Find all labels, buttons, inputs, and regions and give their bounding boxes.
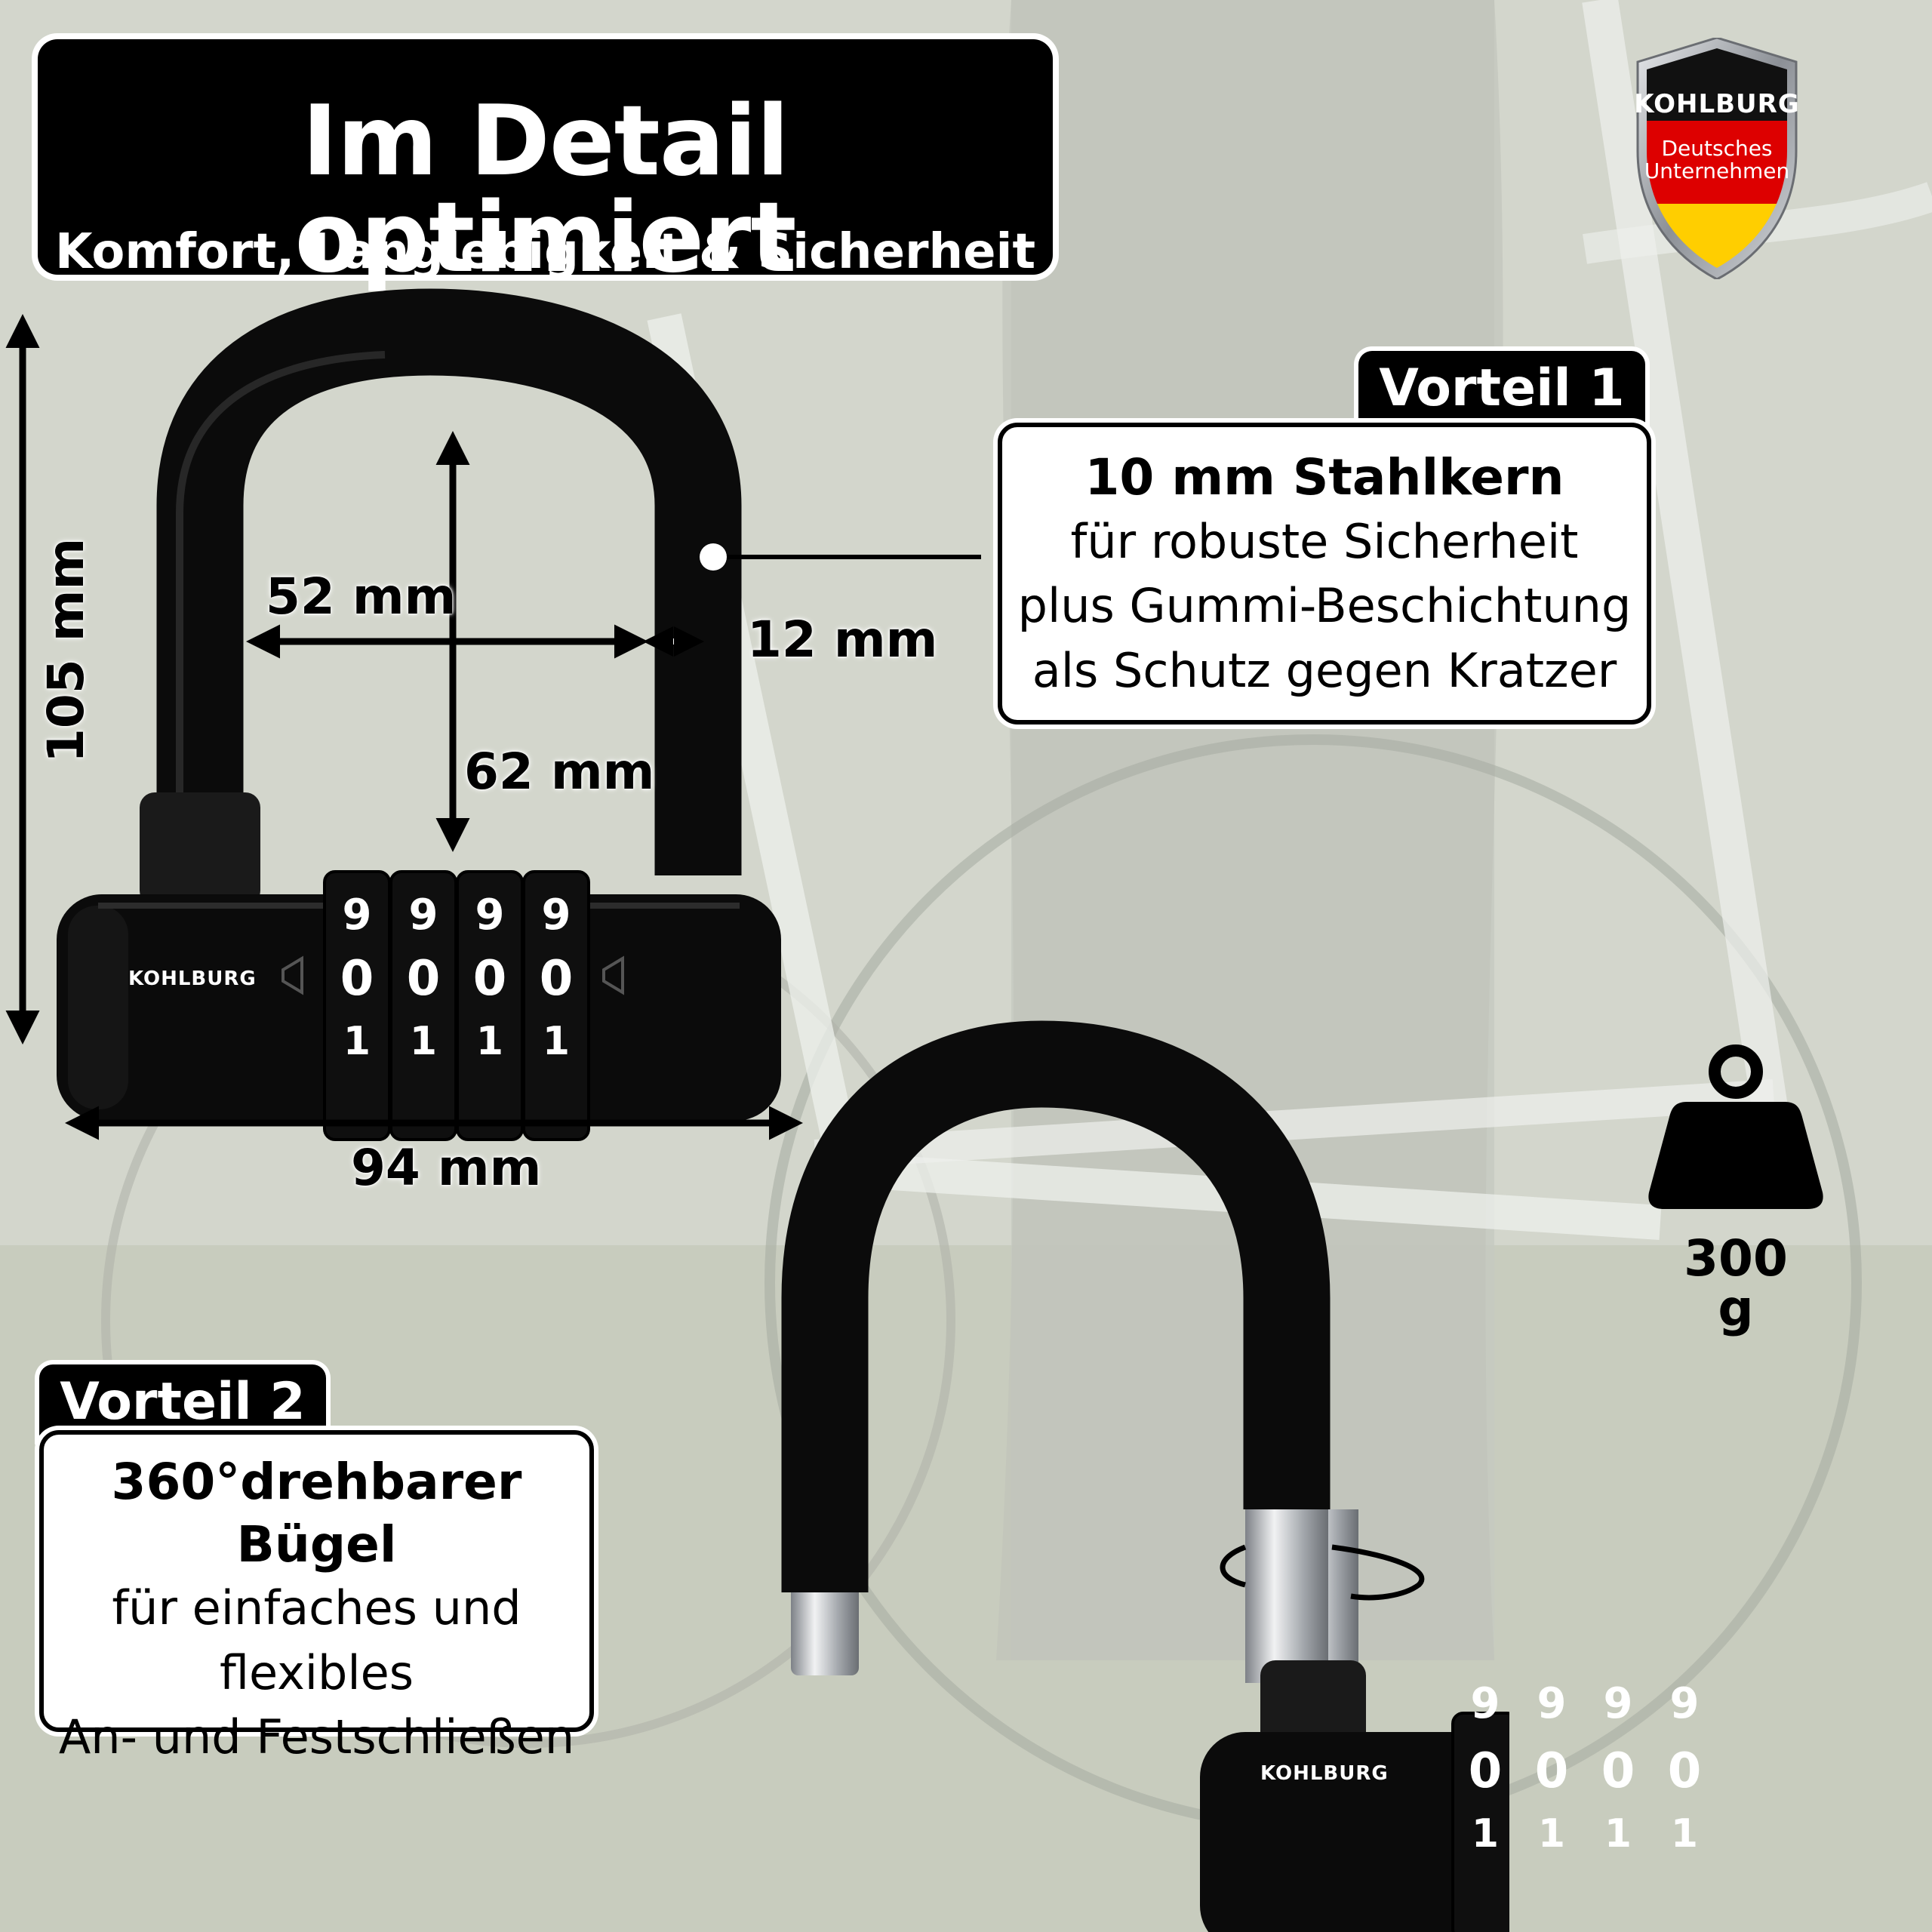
company-seal: KOHLBURG Deutsches Unternehmen [1630,38,1804,279]
lock-open-illustration [781,1020,1509,1932]
wheel-digit: 1 [409,1019,438,1064]
dim-inner-width: 52 mm [266,568,457,626]
page-subtitle: Komfort, Langlebigkeit & Sicherheit [54,224,1036,280]
vorteil-1-card: 10 mm Stahlkern für robuste Sicherheit p… [998,423,1651,724]
lock1-row-bottom: 1 1 1 1 [325,1019,589,1109]
dim-inner-height: 62 mm [464,743,655,801]
lock2-brand-label: KOHLBURG [1260,1762,1389,1785]
wheel-digit: 0 [1601,1743,1635,1799]
wheel-digit: 1 [1604,1811,1632,1857]
lock2-row-bottom: 1 1 1 1 [1453,1811,1717,1894]
page-title: Im Detail optimiert [294,85,797,294]
wheel-digit: 9 [1669,1679,1700,1728]
vorteil-2-line-2: flexibles [219,1644,414,1700]
dim-shackle-thickness: 12 mm [747,611,938,669]
wheel-digit: 1 [1471,1811,1500,1857]
wheel-digit: 0 [1534,1743,1569,1799]
wheel-digit: 9 [342,891,372,940]
vorteil-2-card: 360°drehbarer Bügel für einfaches und fl… [39,1430,594,1764]
vorteil-1-lead: 10 mm Stahlkern [1084,448,1564,506]
wheel-digit: 9 [1470,1679,1500,1728]
lock-front-illustration [57,288,781,1141]
wheel-digit: 9 [1537,1679,1567,1728]
wheel-digit: 0 [406,951,441,1007]
wheel-digit: 9 [408,891,438,940]
wheel-digit: 1 [343,1019,371,1064]
dim-total-height: 105 mm [37,537,95,763]
vorteil-1-tab: Vorteil 1 [1358,351,1645,426]
vorteil-2-tab: Vorteil 2 [39,1364,326,1440]
seal-brand: KOHLBURG [1634,89,1800,119]
wheel-digit: 1 [1537,1811,1566,1857]
dimension-arrows [5,314,981,1140]
vorteil-2-line-3: An- und Festschließen [58,1709,575,1765]
vorteil-2-line-1: für einfaches und [112,1580,521,1635]
lock-brand-label: KOHLBURG [128,968,257,990]
vorteil-1-line-3: als Schutz gegen Kratzer [1032,642,1617,698]
weight-icon [1648,1044,1823,1209]
header-title-box: Im Detail optimiert Komfort, Langlebigke… [38,39,1053,287]
seal-line-1: Deutsches [1661,136,1773,161]
lock1-row-top: 9 9 9 9 [325,891,589,981]
vorteil-2-lead: 360°drehbarer Bügel [111,1453,522,1574]
wheel-digit: 1 [542,1019,571,1064]
wheel-digit: 9 [1603,1679,1633,1728]
wheel-digit: 0 [1667,1743,1702,1799]
wheel-digit: 1 [475,1019,504,1064]
wheel-digit: 9 [475,891,505,940]
weight-label: 300 g [1684,1229,1788,1337]
lock2-row-mid: 0 0 0 0 [1453,1743,1717,1826]
wheel-digit: 1 [1670,1811,1699,1857]
shield-icon [1636,38,1798,279]
wheel-digit: 9 [541,891,571,940]
lock2-row-top: 9 9 9 9 [1453,1679,1717,1762]
seal-line-2: Unternehmen [1644,158,1790,183]
wheel-digit: 0 [539,951,574,1007]
lock1-row-mid: 0 0 0 0 [325,951,589,1041]
wheel-digit: 0 [1468,1743,1503,1799]
vorteil-1-line-1: für robuste Sicherheit [1070,513,1579,569]
wheel-digit: 0 [340,951,374,1007]
vorteil-1-line-2: plus Gummi-Beschichtung [1017,578,1632,634]
wheel-digit: 0 [472,951,507,1007]
dim-total-width: 94 mm [351,1139,542,1197]
